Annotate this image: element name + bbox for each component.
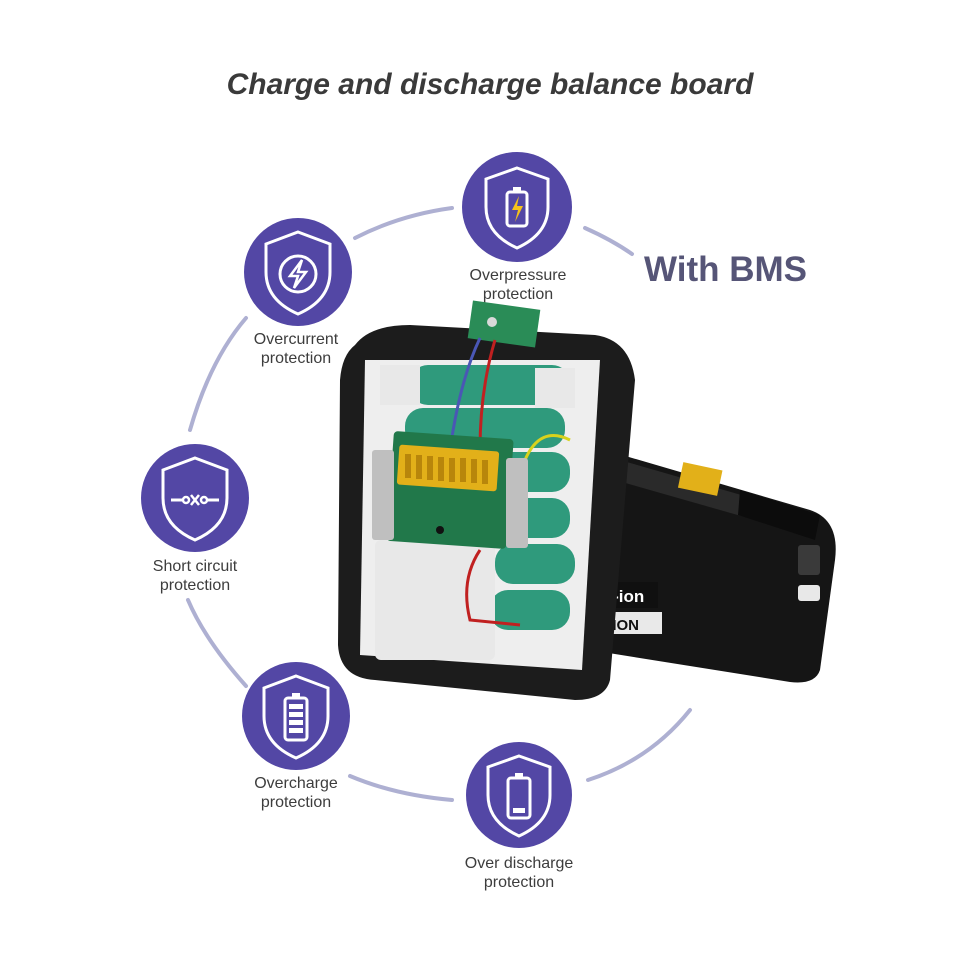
short-circuit-badge <box>141 444 249 552</box>
over-discharge-badge <box>466 742 572 848</box>
battery-full-icon <box>262 674 330 760</box>
overpressure-badge <box>462 152 572 262</box>
battery-empty-icon <box>486 754 552 838</box>
battery-bolt-icon <box>484 166 550 250</box>
battery-pack-image: Li-ion UM-ION <box>338 300 836 700</box>
page-title: Charge and discharge balance board <box>226 68 754 101</box>
circuit-switch-icon <box>161 456 229 542</box>
overcurrent-badge <box>244 218 352 326</box>
bms-badge-text: With BMS <box>644 250 807 289</box>
lightning-icon <box>264 230 332 316</box>
overcharge-badge <box>242 662 350 770</box>
